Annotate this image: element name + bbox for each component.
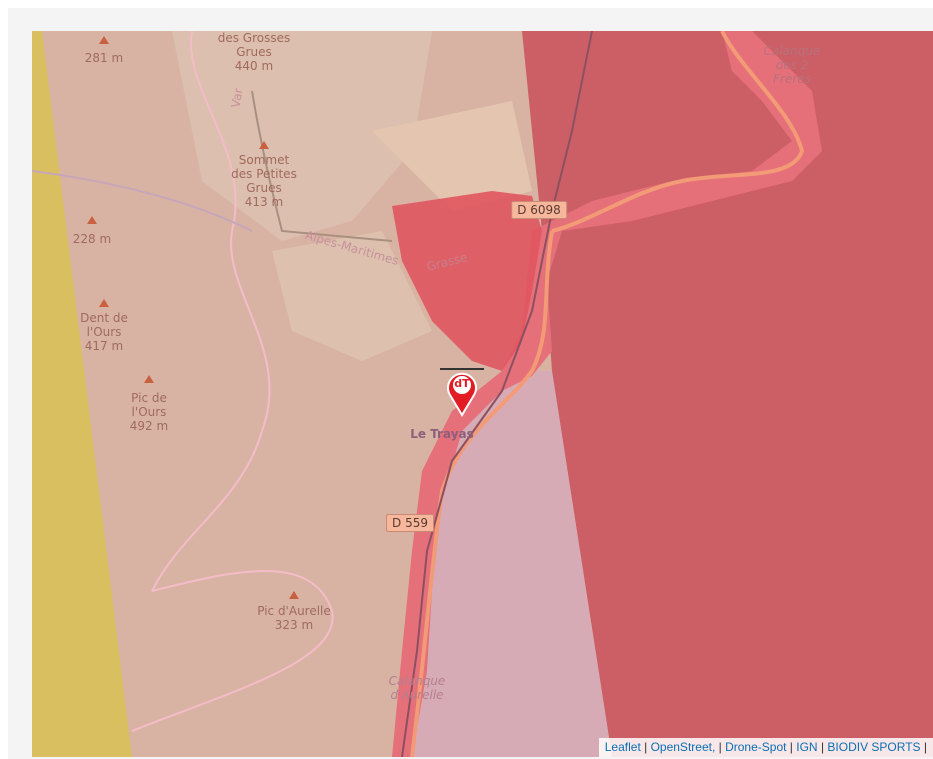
land-patch — [372, 101, 532, 211]
map-viewport[interactable]: des Grosses Grues 440 m 281 m Sommet des… — [32, 31, 933, 757]
trail — [151, 31, 271, 592]
peak-icon — [259, 141, 269, 149]
attribution-link-drone-spot[interactable]: Drone-Spot — [725, 740, 787, 754]
label-calanque-freres: Calanque des 2 Frères — [763, 44, 821, 86]
attribution-link-openstreet[interactable]: OpenStreet, — [650, 740, 716, 754]
road-shield-d559: D 559 — [386, 514, 434, 532]
road-shield-d6098: D 6098 — [511, 201, 567, 219]
label-peak-281: 281 m — [84, 51, 124, 65]
map-frame: des Grosses Grues 440 m 281 m Sommet des… — [8, 8, 933, 759]
road-d559 — [410, 230, 554, 757]
trail — [32, 170, 253, 232]
attribution-link-biodiv-sports[interactable]: BIODIV SPORTS — [827, 740, 921, 754]
label-le-trayas: Le Trayas — [410, 427, 474, 441]
label-pic-aurelle: Pic d'Aurelle 323 m — [257, 604, 331, 632]
label-pic-ours: Pic de l'Ours 492 m — [129, 391, 169, 433]
attribution-separator: | — [817, 740, 828, 754]
peak-icon — [99, 299, 109, 307]
road-d6098 — [551, 31, 805, 233]
attribution-separator: | — [920, 740, 927, 754]
map-pin-icon — [440, 368, 484, 417]
attribution-link-ign[interactable]: IGN — [796, 740, 818, 754]
label-dent-ours: Dent de l'Ours 417 m — [80, 311, 128, 353]
peak-icon — [144, 375, 154, 383]
peak-icon — [87, 216, 97, 224]
attribution-separator: | — [640, 740, 651, 754]
trail — [131, 570, 334, 732]
land-patch — [272, 231, 432, 361]
location-marker[interactable]: dT — [438, 367, 486, 423]
attribution-separator: | — [715, 740, 726, 754]
label-petites-grues: Sommet des Petites Grues 413 m — [231, 153, 297, 209]
peak-icon — [289, 591, 299, 599]
land-patch — [172, 31, 432, 241]
attribution-bar: Leaflet | OpenStreet, | Drone-Spot | IGN… — [598, 738, 933, 757]
label-grosses-grues: des Grosses Grues 440 m — [217, 31, 291, 73]
yellow-zone — [32, 31, 132, 757]
map-layers — [32, 31, 933, 757]
label-calanque-aurelle: Calanque d'Aurelle — [388, 674, 446, 702]
peak-icon — [99, 36, 109, 44]
marker-label: dT — [454, 377, 470, 390]
label-peak-228: 228 m — [72, 232, 112, 246]
attribution-link-leaflet[interactable]: Leaflet — [604, 740, 641, 754]
boundary — [251, 90, 393, 242]
railway — [401, 31, 593, 757]
coast-strip — [392, 31, 822, 757]
restricted-polygon — [392, 191, 542, 371]
attribution-separator: | — [786, 740, 797, 754]
